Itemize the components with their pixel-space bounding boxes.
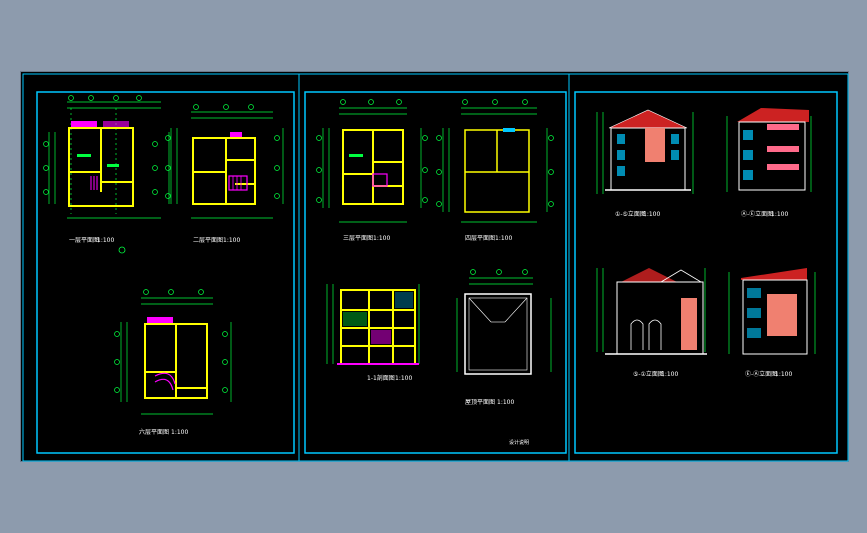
design-note: 设计说明	[509, 439, 529, 446]
cad-drawing: 一层平面图 1:100 二层平面图 1:100	[22, 73, 849, 462]
section-title: 1-1剖面图	[367, 374, 395, 382]
elevation-1: ①-⑤立面图 1:100	[596, 109, 694, 218]
plan5-scale: 1:100	[495, 235, 512, 242]
elevation-3: ⑤-①立面图 1:100	[596, 268, 707, 378]
plan2-title: 二层平面图	[193, 237, 223, 244]
plan-2: 二层平面图 1:100	[165, 104, 284, 244]
plan5-title: 四层平面图	[465, 235, 495, 242]
elev4-scale: 1:100	[775, 371, 792, 378]
plan-3: 六层平面图 1:100	[114, 289, 232, 436]
elev2-title: Ⓐ-Ⓔ立面图	[741, 210, 773, 218]
drawing-sheet: 一层平面图 1:100 二层平面图 1:100	[20, 71, 849, 462]
elev1-scale: 1:100	[643, 211, 660, 218]
roof-plan: 屋顶平面图 1:100	[456, 269, 552, 406]
elevation-4: Ⓔ-Ⓐ立面图 1:100	[728, 268, 816, 378]
roof-title: 屋顶平面图	[465, 399, 495, 406]
plan-5: 四层平面图 1:100	[436, 99, 554, 242]
section-scale: 1:100	[395, 375, 412, 382]
elev3-scale: 1:100	[661, 371, 678, 378]
plan3-title: 六层平面图	[139, 428, 169, 436]
frame-middle	[304, 91, 567, 454]
elevation-2: Ⓐ-Ⓔ立面图 1:100	[726, 108, 812, 218]
plan3-scale: 1:100	[171, 429, 188, 436]
plan2-scale: 1:100	[223, 237, 240, 244]
plan4-scale: 1:100	[373, 235, 390, 242]
elev4-title: Ⓔ-Ⓐ立面图	[745, 370, 777, 378]
elev3-title: ⑤-①立面图	[633, 370, 664, 378]
roof-scale: 1:100	[497, 399, 514, 406]
frame-left	[36, 91, 295, 454]
elev2-scale: 1:100	[771, 211, 788, 218]
north-arrow-icon	[118, 246, 126, 254]
plan-1: 一层平面图 1:100	[43, 95, 170, 254]
frame-right	[574, 91, 838, 454]
plan4-title: 三层平面图	[343, 235, 373, 242]
section-1-1: 1-1剖面图 1:100	[326, 284, 420, 382]
plan1-scale: 1:100	[97, 237, 114, 244]
elev1-title: ①-⑤立面图	[615, 210, 646, 218]
plan1-title: 一层平面图	[69, 237, 99, 244]
sheet-frames	[22, 73, 849, 462]
plan-4: 三层平面图 1:100	[316, 99, 428, 242]
